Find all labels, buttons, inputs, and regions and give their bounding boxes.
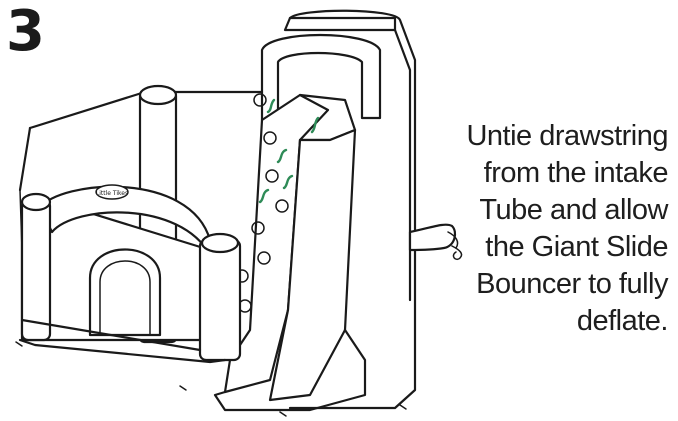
svg-text:Little Tikes: Little Tikes (96, 190, 128, 197)
instruction-line: Tube and allow (479, 194, 668, 226)
step-number: 3 (6, 0, 45, 64)
instruction-line: the Giant Slide (485, 231, 668, 263)
instruction-line: deflate. (576, 305, 669, 337)
instruction-line: from the intake (483, 157, 669, 189)
brand-logo: Little Tikes (95, 184, 129, 200)
instruction-line: Untie drawstring (466, 120, 668, 152)
instruction-text: Untie drawstring from the intake Tube an… (428, 118, 668, 340)
instruction-line: Bouncer to fully (476, 268, 668, 300)
